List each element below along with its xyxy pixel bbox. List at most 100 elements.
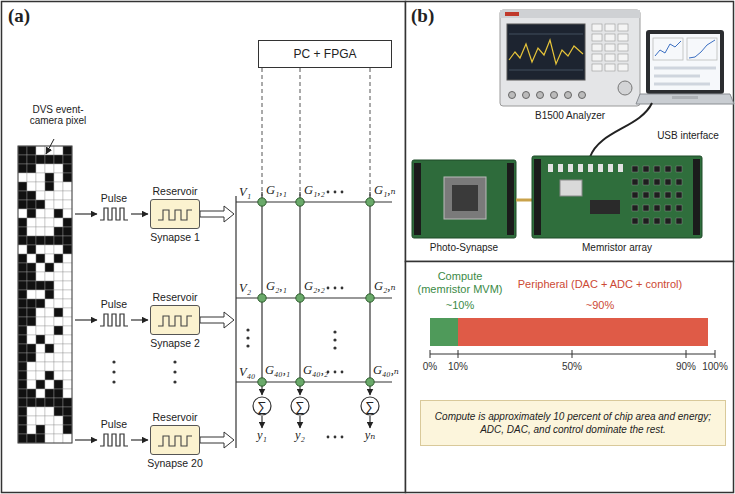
event-pixel — [54, 281, 63, 290]
event-pixel — [63, 227, 72, 236]
compute-share: Compute (memristor MVM) — [410, 270, 510, 295]
pulse-path — [75, 208, 148, 446]
event-pixel — [36, 218, 45, 227]
event-pixel — [63, 146, 72, 155]
event-pixel — [45, 191, 54, 200]
circle-outline — [253, 397, 271, 415]
instrument-key — [605, 24, 615, 31]
event-pixel — [45, 434, 54, 443]
event-pixel — [54, 200, 63, 209]
memristor-board — [693, 159, 700, 235]
ellipsis-dots — [341, 371, 344, 374]
event-pixel — [54, 254, 63, 263]
event-pixel — [54, 407, 63, 416]
memristor-node — [296, 378, 304, 386]
board-component — [643, 192, 649, 198]
circle-outline — [361, 397, 379, 415]
event-pixel — [63, 263, 72, 272]
event-pixel — [45, 317, 54, 326]
event-pixel — [54, 245, 63, 254]
memristor-node — [296, 294, 304, 302]
bnc-connector — [551, 92, 558, 99]
symbol-label: G₂,₁ — [266, 279, 287, 293]
pin-header — [588, 164, 593, 172]
grid-outline — [18, 146, 72, 443]
event-pixel — [54, 380, 63, 389]
bar-axis — [430, 350, 715, 358]
event-pixel — [36, 335, 45, 344]
event-pixel — [27, 173, 36, 182]
reservoir-wave — [151, 306, 201, 336]
ellipsis-dots — [246, 336, 249, 339]
photo-synapse-board — [414, 163, 421, 235]
node-text: PC + FPGA — [293, 47, 356, 61]
event-pixel — [45, 308, 54, 317]
laptop — [654, 67, 716, 70]
node-text: ∑ — [295, 399, 304, 414]
event-pixel — [63, 344, 72, 353]
event-pixel — [27, 200, 36, 209]
event-pixel — [63, 209, 72, 218]
event-pixel — [54, 236, 63, 245]
event-pixel — [63, 371, 72, 380]
event-pixel — [54, 290, 63, 299]
ellipsis-dots — [341, 191, 344, 194]
event-pixel — [36, 344, 45, 353]
event-pixel — [36, 380, 45, 389]
b1500-analyzer — [507, 24, 585, 80]
pin-header — [568, 164, 573, 172]
event-pixel — [36, 200, 45, 209]
event-pixel — [36, 353, 45, 362]
event-pixel — [36, 272, 45, 281]
summation-circle: ∑ — [360, 396, 380, 416]
event-pixel — [36, 281, 45, 290]
event-pixel — [63, 398, 72, 407]
event-pixel — [18, 344, 27, 353]
control-link — [262, 68, 370, 196]
pin-header — [618, 164, 623, 172]
bnc-connector — [509, 92, 516, 99]
event-pixel — [27, 416, 36, 425]
reservoir-wave — [158, 210, 192, 220]
event-pixel — [54, 146, 63, 155]
event-pixel — [27, 281, 36, 290]
reservoir-wave — [158, 436, 192, 446]
memristor-node — [366, 378, 374, 386]
node-text: Compute is approximately 10 percent of c… — [425, 410, 721, 437]
axis-tick-label: 90% — [676, 361, 696, 373]
laptop — [654, 75, 700, 78]
pulse-path — [131, 213, 148, 214]
event-pixel — [63, 182, 72, 191]
event-pixel — [18, 155, 27, 164]
instrument-key — [592, 64, 602, 71]
instrument-key — [592, 54, 602, 61]
event-pixel — [36, 236, 45, 245]
synapse-label: Synapse 20 — [147, 457, 202, 469]
event-pixel — [63, 425, 72, 434]
memristor-node — [366, 198, 374, 206]
event-pixel — [27, 362, 36, 371]
event-pixel — [18, 389, 27, 398]
grid-outline — [18, 146, 72, 443]
board-component — [643, 166, 649, 172]
event-pixel — [63, 326, 72, 335]
peripheral-share: Peripheral (DAC + ADC + control) — [518, 278, 682, 291]
event-pixel — [36, 173, 45, 182]
event-pixel — [45, 344, 54, 353]
b1500-analyzer — [500, 10, 640, 106]
pin-header — [598, 164, 603, 172]
event-pixel — [36, 434, 45, 443]
event-pixel — [36, 317, 45, 326]
event-pixel — [18, 227, 27, 236]
event-pixel — [63, 389, 72, 398]
photo-caption: USB interface — [657, 130, 719, 142]
board-component — [676, 179, 682, 185]
pulse-path — [100, 314, 128, 326]
ellipsis-dots — [341, 436, 344, 439]
event-pixel — [27, 155, 36, 164]
board-component — [665, 205, 671, 211]
share-bar — [458, 318, 708, 346]
board-component — [643, 179, 649, 185]
event-pixel — [18, 371, 27, 380]
